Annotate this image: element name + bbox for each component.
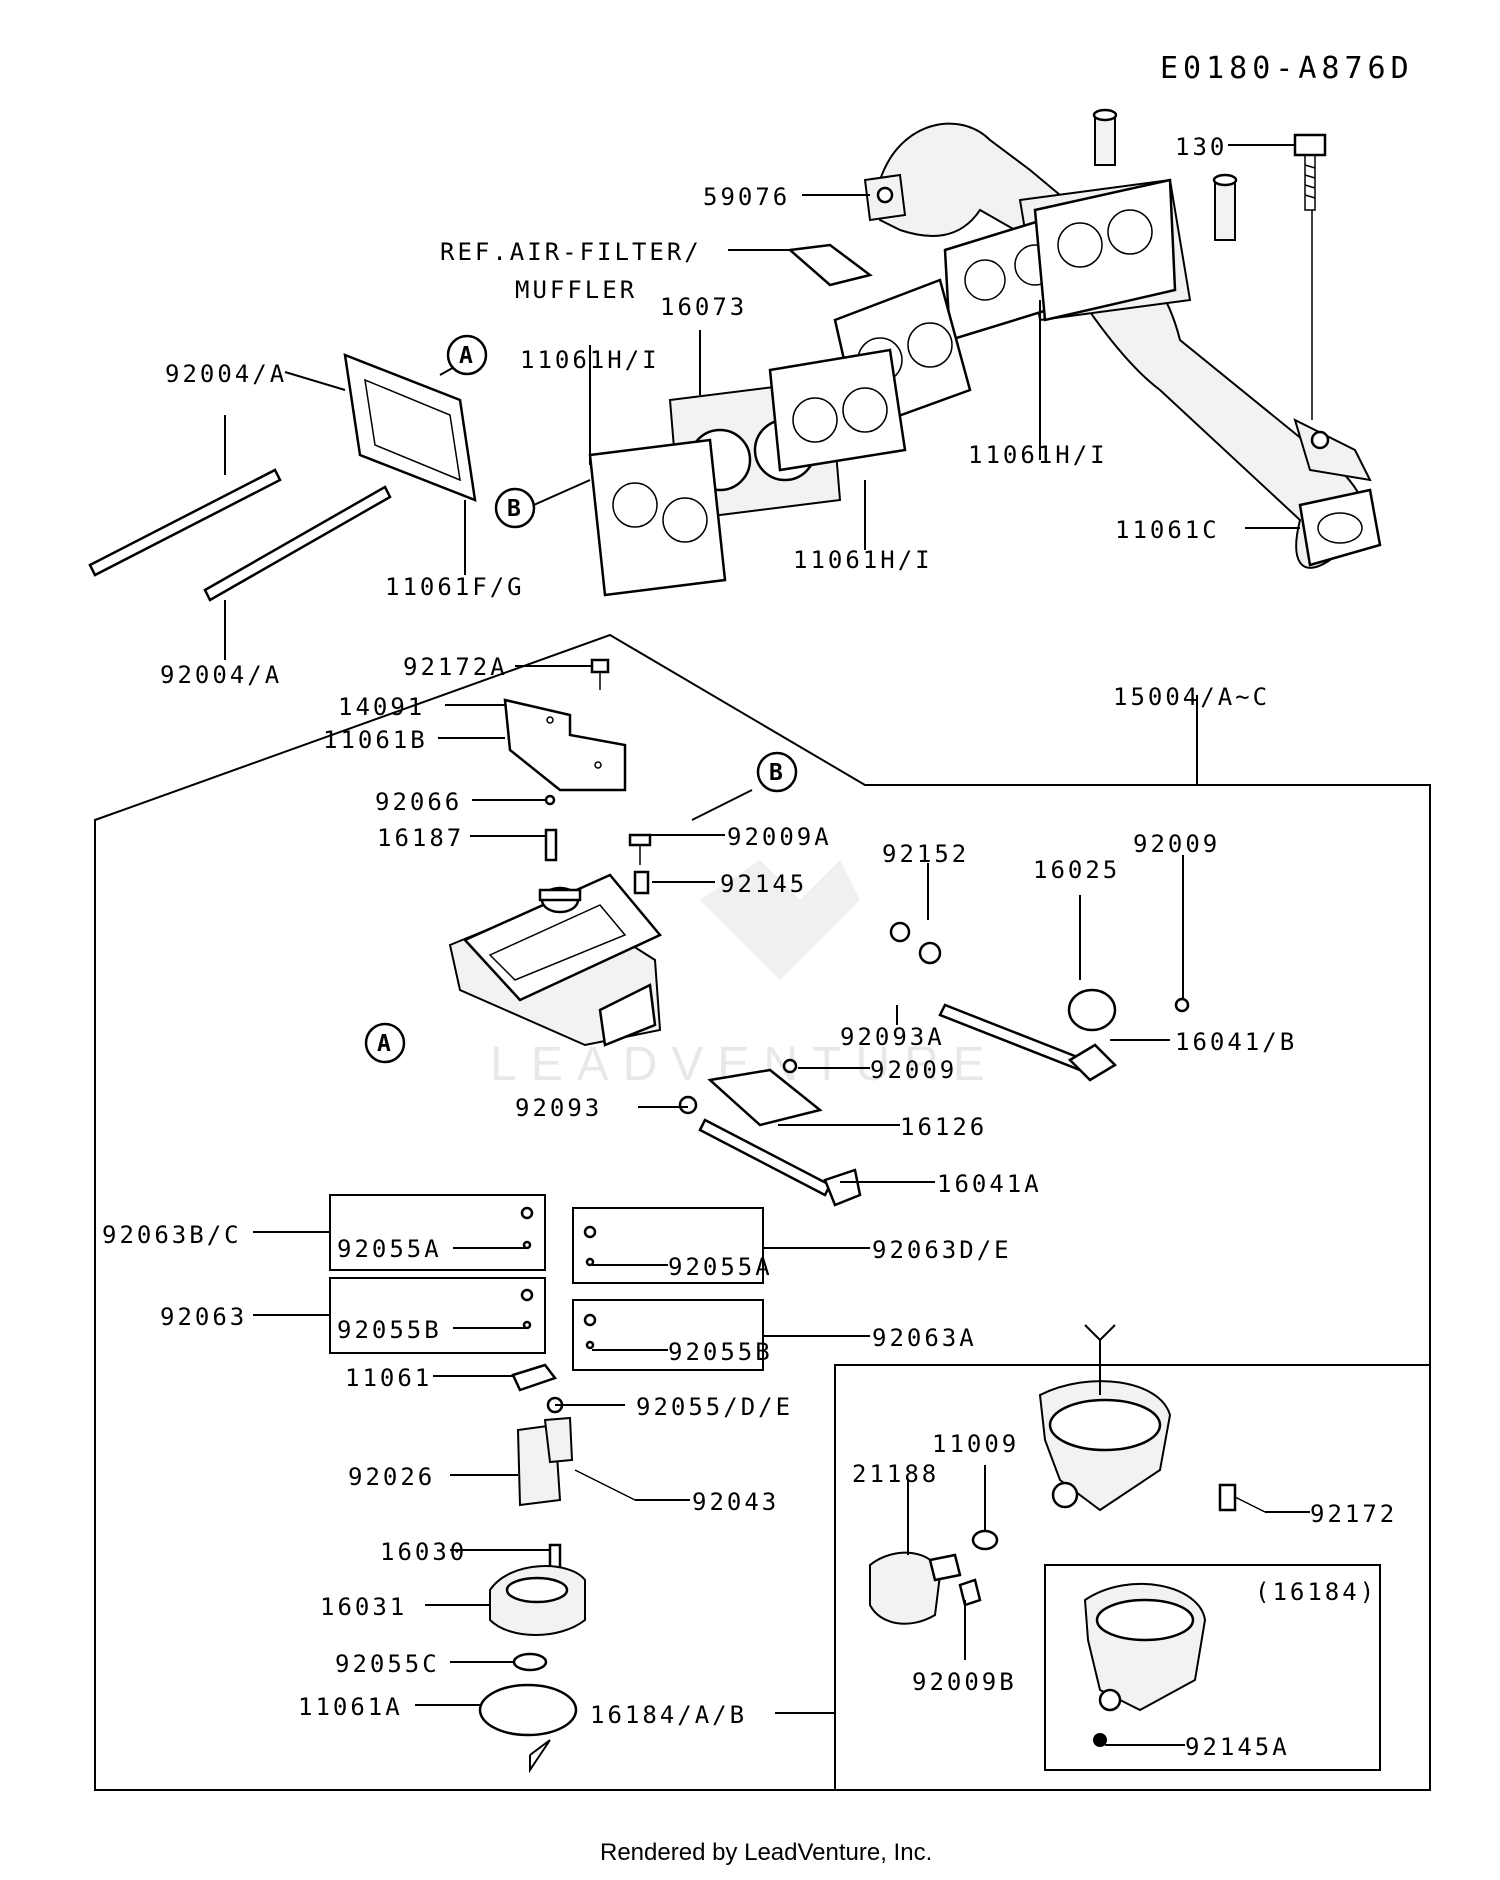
label-92055b-1: 92055B [337,1316,442,1344]
label-92009b: 92009B [912,1668,1017,1696]
label-92055b-2: 92055B [668,1338,773,1366]
top-leader-lines [224,144,1300,660]
gasket-11061fg-drawing [343,353,477,502]
label-92009-mid: 92009 [870,1056,957,1084]
label-92063: 92063 [160,1303,247,1331]
svg-text:A: A [459,343,476,369]
float-chamber-box [834,1364,1431,1791]
label-16030: 16030 [380,1538,467,1566]
label-92093: 92093 [515,1094,602,1122]
label-16025: 16025 [1033,856,1120,884]
label-11061hi-bottom: 11061H/I [793,546,933,574]
fuel-valve-92026-drawing [511,1363,636,1507]
label-11061a: 11061A [298,1693,403,1721]
label-92009-top: 92009 [1133,830,1220,858]
bolt-130-drawing [1293,133,1327,420]
label-16041b: 16041/B [1175,1028,1297,1056]
bowl-arrow [529,1739,551,1774]
label-21188: 21188 [852,1460,939,1488]
label-ref-muffler: MUFFLER [515,276,637,304]
footer-credit: Rendered by LeadVenture, Inc. [600,1839,932,1866]
label-92063bc: 92063B/C [102,1221,242,1249]
jet-box-92063de [572,1207,764,1284]
label-16031: 16031 [320,1593,407,1621]
label-92043: 92043 [692,1488,779,1516]
inset-16184-drawing [1083,1582,1207,1747]
label-16126: 16126 [900,1113,987,1141]
svg-text:B: B [507,496,524,522]
diagram-code: E0180-A876D [1160,51,1414,86]
label-16187: 16187 [377,824,464,852]
label-16073: 16073 [660,293,747,321]
gasket-11061c-drawing [1298,488,1382,567]
label-92152: 92152 [882,840,969,868]
label-92145: 92145 [720,870,807,898]
part-labels: 130 59076 REF.AIR-FILTER/ MUFFLER 16073 … [102,133,1397,1761]
callout-b-main: B [756,751,798,793]
inset-16184-box [1044,1564,1381,1771]
label-16041a: 16041A [937,1170,1042,1198]
main-leader-lines [253,665,1310,1746]
label-16184ab: 16184/A/B [590,1701,747,1729]
label-92093a: 92093A [840,1023,945,1051]
label-ref-air-filter: REF.AIR-FILTER/ [440,238,702,266]
callout-a-top: A [446,334,488,376]
label-130: 130 [1175,133,1227,161]
label-16184: (16184) [1255,1578,1377,1606]
label-11061hi-right: 11061H/I [968,441,1108,469]
label-92004a-bottom: 92004/A [160,661,282,689]
label-11061fg: 11061F/G [385,573,525,601]
label-59076: 59076 [703,183,790,211]
svg-text:A: A [377,1031,394,1057]
shafts-drawing [698,988,1118,1207]
callout-a-main: A [364,1022,406,1064]
svg-text:B: B [769,760,786,786]
carburetor-body-drawing [448,873,663,1047]
gasket-lower-left-drawing [588,438,727,597]
label-11061: 11061 [345,1364,432,1392]
float-16031-drawing [489,1543,586,1672]
bowl-gasket-11061a-drawing [478,1683,578,1737]
label-92172: 92172 [1310,1500,1397,1528]
label-92063de: 92063D/E [872,1236,1012,1264]
label-92055a-2: 92055A [668,1253,773,1281]
label-92055de: 92055/D/E [636,1393,793,1421]
watermark: LEADVENTURE [490,860,985,1091]
label-92055a-1: 92055A [337,1235,442,1263]
label-92066: 92066 [375,788,462,816]
studs-92004a-drawing [88,468,392,602]
label-15004: 15004/A~C [1113,683,1270,711]
label-92026: 92026 [348,1463,435,1491]
callout-b-top: B [494,487,536,529]
label-92055c: 92055C [335,1650,440,1678]
label-11061b: 11061B [323,726,428,754]
gasket-upper-right-drawing [943,178,1177,342]
float-chamber-drawing [869,1380,1266,1625]
label-92009a: 92009A [727,823,832,851]
label-92063a: 92063A [872,1324,977,1352]
label-11061hi-left: 11061H/I [520,346,660,374]
plate-14091-drawing [503,698,627,792]
label-11009: 11009 [932,1430,1019,1458]
label-92172a: 92172A [403,653,508,681]
label-92145a: 92145A [1185,1733,1290,1761]
label-14091: 14091 [338,693,425,721]
label-92004a-top: 92004/A [165,360,287,388]
carburetor-assembly-outline [94,633,1431,1791]
label-11061c: 11061C [1115,516,1220,544]
